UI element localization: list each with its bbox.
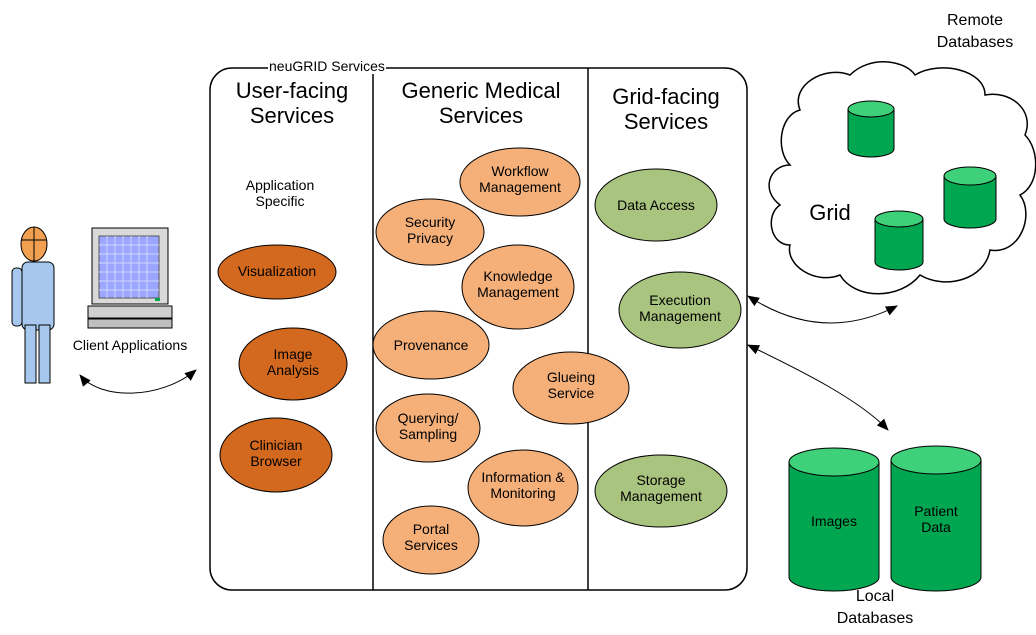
frame-title: neuGRID Services (268, 58, 386, 74)
knowledge-management-label: Knowledge Management (477, 268, 559, 301)
remote-database-cylinder-1 (847, 100, 895, 158)
glueing-service-label: Glueing Service (546, 369, 596, 402)
remote-database-cylinder-3 (874, 210, 924, 271)
provenance-ellipse (372, 310, 490, 380)
image-analysis-label: Image Analysis (266, 346, 320, 379)
application-specific-label: Application Specific (245, 177, 315, 210)
visualization-ellipse (217, 244, 337, 300)
knowledge-management-ellipse (461, 244, 575, 330)
patient-data-database-cylinder (890, 445, 982, 592)
information-monitoring-label: Information & Monitoring (481, 469, 565, 502)
image-analysis-ellipse (238, 327, 348, 401)
remote-database-cylinder-2 (943, 166, 997, 229)
user-person-icon (11, 226, 55, 384)
data-access-ellipse (594, 168, 718, 242)
clinician-browser-label: Clinician Browser (249, 437, 303, 470)
client-services-arrow (79, 369, 197, 394)
execution-grid-arrow (747, 295, 898, 324)
visualization-label: Visualization (237, 263, 317, 279)
workflow-management-ellipse (459, 147, 581, 217)
querying-sampling-ellipse (375, 393, 481, 463)
execution-local-db-arrow (747, 344, 889, 431)
user-facing-header: User-facing Services (235, 78, 349, 129)
images-database-cylinder (788, 447, 880, 592)
computer-icon (87, 227, 173, 329)
remote-databases-label: Remote Databases (936, 12, 1014, 51)
glueing-service-ellipse (512, 351, 630, 425)
local-databases-label: Local Databases (836, 588, 914, 627)
information-monitoring-ellipse (467, 449, 579, 527)
portal-services-ellipse (382, 505, 480, 575)
querying-sampling-label: Querying/ Sampling (397, 410, 459, 443)
security-privacy-label: Security Privacy (404, 214, 456, 247)
storage-management-label: Storage Management (620, 472, 702, 505)
client-applications-label: Client Applications (72, 337, 188, 353)
provenance-label: Provenance (393, 337, 469, 353)
grid-cloud (768, 61, 1036, 295)
grid-facing-header: Grid-facing Services (612, 84, 720, 135)
security-privacy-ellipse (375, 198, 485, 266)
patient-data-db-label: Patient Data (914, 503, 958, 536)
generic-medical-header: Generic Medical Services (401, 78, 561, 129)
storage-management-ellipse (594, 454, 728, 528)
grid-label: Grid (809, 200, 851, 225)
portal-services-label: Portal Services (404, 521, 458, 554)
workflow-management-label: Workflow Management (479, 163, 561, 196)
clinician-browser-ellipse (219, 417, 333, 493)
execution-management-ellipse (618, 271, 742, 349)
data-access-label: Data Access (617, 197, 695, 213)
images-db-label: Images (811, 513, 857, 529)
execution-management-label: Execution Management (639, 292, 721, 325)
